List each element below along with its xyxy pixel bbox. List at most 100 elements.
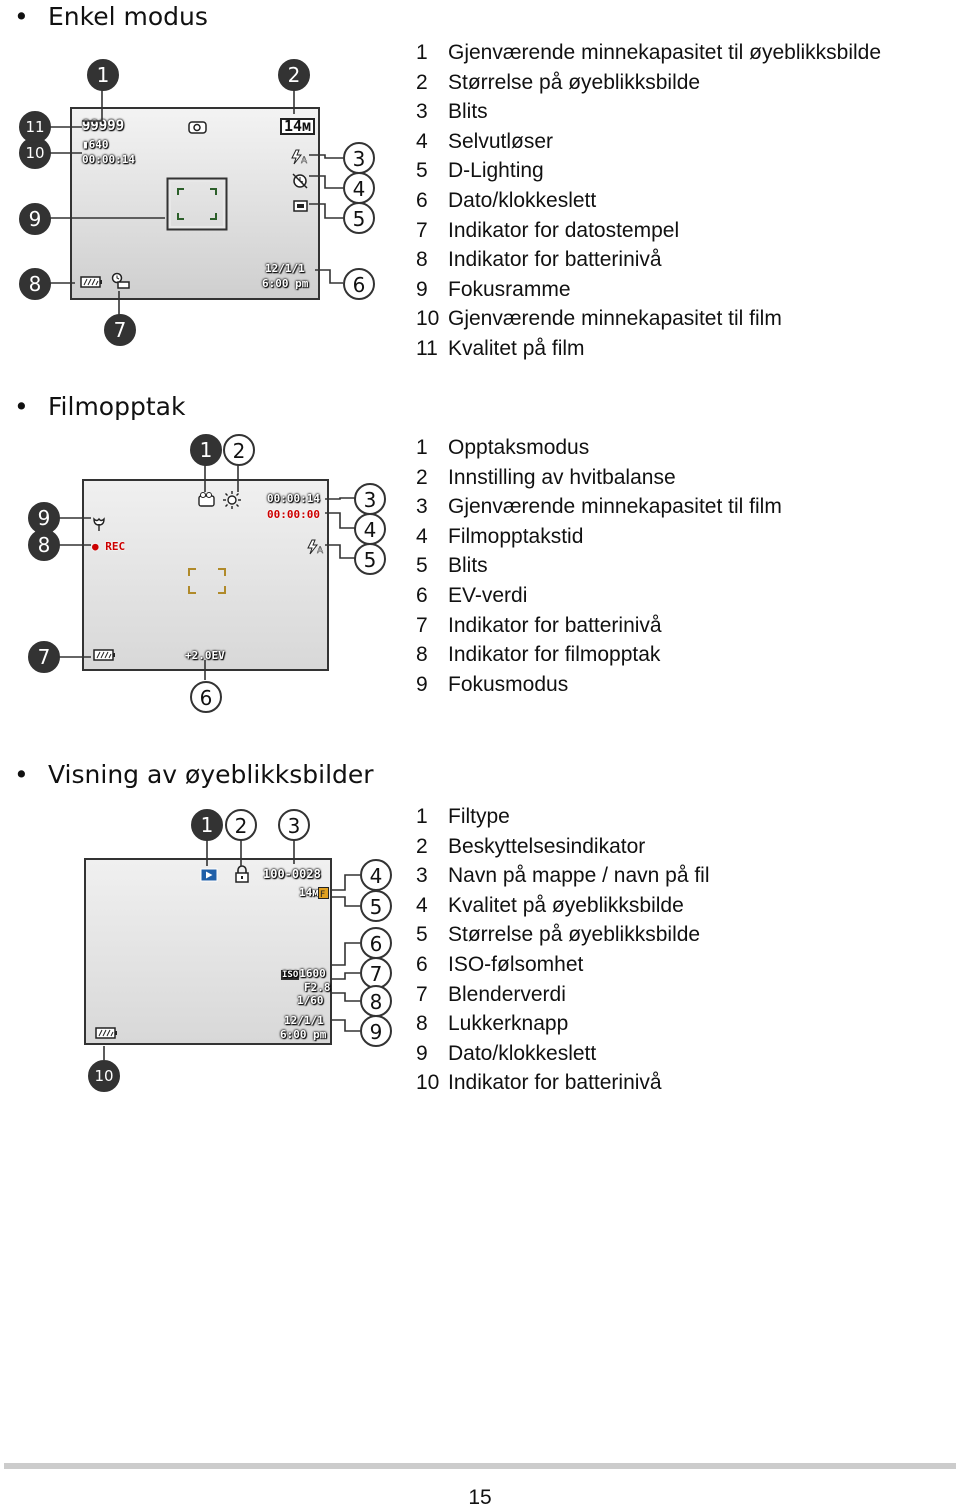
callout-marker: 8 [360,985,392,1017]
callout-marker: 3 [343,142,375,174]
callout-marker: 10 [19,137,51,169]
callout-marker: 9 [19,203,51,235]
movie-mode-icon [198,492,215,507]
white-balance-icon [223,491,241,509]
footer-rule [4,1463,956,1469]
callout-marker: 5 [343,202,375,234]
callout-marker: 9 [360,1015,392,1047]
callout-marker: 1 [87,59,119,91]
camera-screen-visning: 100-0028 14м F ISO1600 F2.8 1/60 12/1/1 … [84,858,332,1045]
self-timer-off-icon [292,173,308,189]
shutter-value: 1/60 [297,994,324,1007]
focus-frame [166,177,228,231]
battery-icon [80,276,102,288]
section-heading: Enkel modus [48,2,208,31]
callout-marker: 7 [104,314,136,346]
date-display: 12/1/1 [284,1014,324,1027]
video-time: 00:00:14 [82,153,135,166]
focus-frame [188,568,226,594]
callout-marker: 2 [278,59,310,91]
callout-marker: 9 [28,502,60,534]
callout-marker: 11 [19,111,51,143]
callout-marker: 5 [360,890,392,922]
shots-remaining: 99999 [82,118,125,134]
callout-marker: 6 [360,927,392,959]
ev-value: +2.0EV [185,649,225,662]
battery-icon [95,1027,117,1039]
svg-text:A: A [301,156,308,165]
bullet: • [14,392,29,421]
callout-marker: 3 [354,483,386,515]
callout-marker: 7 [28,641,60,673]
callout-marker: 4 [343,172,375,204]
play-icon [200,868,218,882]
date-stamp-icon [111,272,130,289]
macro-icon [93,517,105,531]
aperture-value: F2.8 [304,981,331,994]
callout-marker: 6 [190,681,222,713]
camera-screen-filmopptak: ● REC 00:00:14 00:00:00 A +2.0EV [82,479,329,671]
iso-value: ISO1600 [281,967,326,980]
scene-icon [188,121,207,134]
flash-auto-icon: A [291,149,308,165]
callout-marker: 2 [225,809,257,841]
callout-marker: 1 [191,809,223,841]
camera-screen-enkel-modus: 99999 ▮640 00:00:14 14м A 12/1/1 6:00 pm [70,107,320,300]
callout-marker: 4 [354,513,386,545]
battery-icon [93,649,115,661]
section-title-visning: •Visning av øyeblikksbilder [14,760,374,790]
bullet: • [14,2,29,31]
section-heading: Visning av øyeblikksbilder [48,760,374,789]
file-name: 100-0028 [263,867,321,881]
svg-text:A: A [317,546,324,555]
page-number: 15 [468,1486,492,1509]
flash-auto-icon: A [307,539,324,555]
image-quality-icon: F [318,887,329,899]
movie-remaining: 00:00:14 [267,492,320,505]
date-display: 12/1/1 [265,262,305,275]
section-heading: Filmopptak [48,392,186,421]
movie-record-time: 00:00:00 [267,508,320,521]
callout-marker: 8 [19,268,51,300]
callout-marker: 10 [88,1060,120,1092]
callout-marker: 1 [190,434,222,466]
time-display: 6:00 pm [262,277,309,290]
section-title-enkel-modus: • Enkel modus [14,2,208,32]
time-display: 6:00 pm [280,1028,327,1041]
svg-text:F: F [320,890,325,899]
callout-marker: 3 [278,809,310,841]
d-lighting-icon [293,200,308,212]
rec-indicator: ● REC [92,540,126,553]
lock-icon [235,865,249,883]
callout-marker: 8 [28,529,60,561]
video-quality: ▮640 [82,138,109,151]
